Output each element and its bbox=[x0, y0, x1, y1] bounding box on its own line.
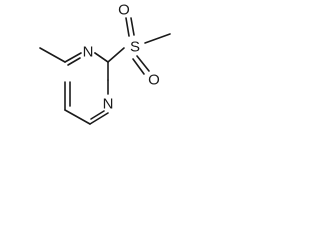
atom-label-n3: N bbox=[103, 96, 114, 113]
bond-n1-c6-inner bbox=[67, 57, 81, 66]
bond-methyl bbox=[39, 47, 66, 63]
bond-s-methyl bbox=[144, 33, 171, 44]
bond-c4-n3-inner bbox=[90, 110, 105, 120]
bond-c5-c4 bbox=[64, 109, 91, 125]
bond-s-o-bottom-double bbox=[136, 55, 150, 72]
structure-diagram: N N S O O bbox=[39, 2, 171, 125]
bond-s-o-bottom bbox=[132, 58, 145, 75]
bond-c2-s bbox=[107, 47, 125, 63]
bond-n1-c6 bbox=[64, 52, 82, 63]
atom-label-n1: N bbox=[83, 44, 94, 61]
bond-s-o-top-double bbox=[130, 17, 135, 36]
atom-label-s: S bbox=[130, 39, 140, 56]
atom-label-o-top: O bbox=[118, 2, 130, 19]
bond-c4-n3 bbox=[89, 112, 109, 125]
bond-n1-c2 bbox=[94, 52, 109, 63]
bond-s-o-top bbox=[125, 17, 130, 37]
atom-label-o-bottom: O bbox=[148, 72, 160, 89]
